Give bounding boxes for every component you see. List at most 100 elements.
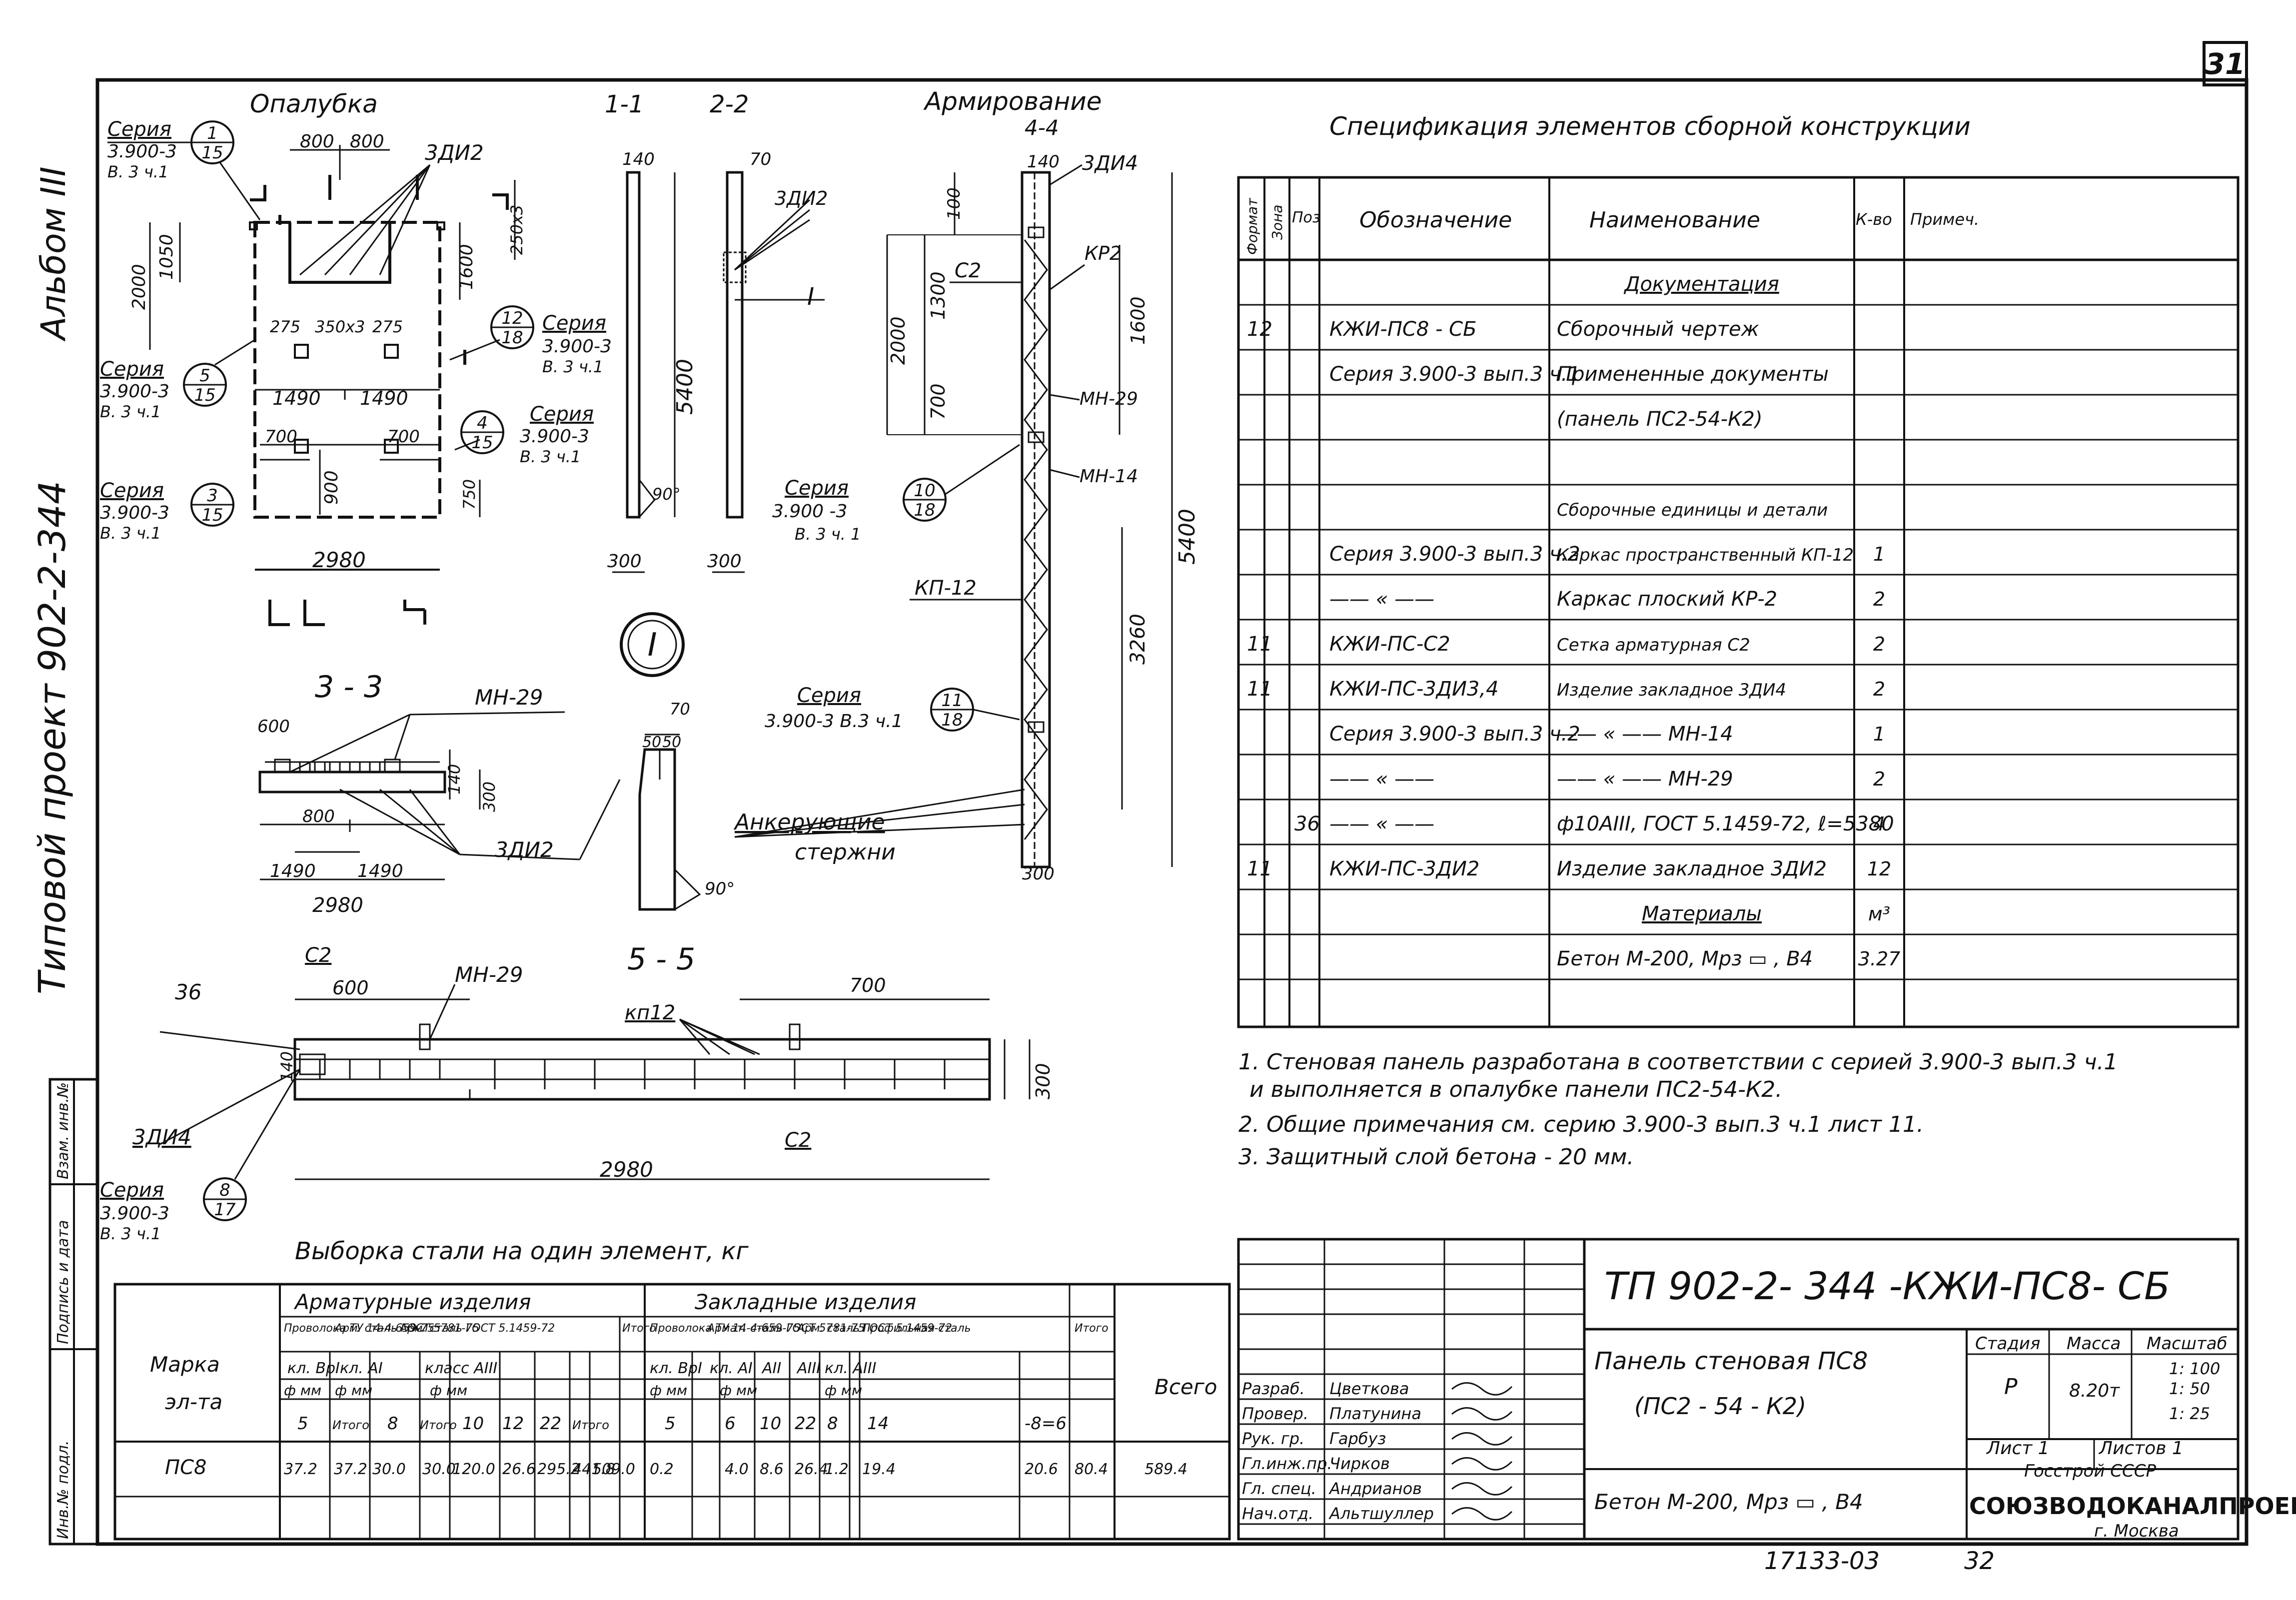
spec-head-qty: К-во xyxy=(1856,210,1892,229)
ref-12-series: 3.900-3 xyxy=(542,336,612,357)
mark-zdi4-r: 3ДИ4 xyxy=(1082,152,1138,175)
steel-row-value: 1.2 xyxy=(825,1461,849,1478)
spec-designation-cell: КЖИ-ПС8 - СБ xyxy=(1329,318,1477,341)
stamp-name-1: Панель стеновая ПС8 xyxy=(1594,1347,1868,1375)
steel-diam-head: ф мм xyxy=(430,1382,467,1399)
plan-mark-36: 36 xyxy=(175,980,201,1004)
steel-sub-head: Арм. сталь ГОСТ 5781-75 xyxy=(334,1322,479,1335)
ref-12-vol: В. 3 ч.1 xyxy=(542,357,603,376)
steel-class-head: кл. ВрI xyxy=(650,1360,702,1377)
spec-format-cell: 11 xyxy=(1247,633,1272,656)
rdim-100: 100 xyxy=(944,187,964,220)
spec-format-cell: 11 xyxy=(1247,678,1272,701)
plan-view: С2 600 МН-29 700 кп12 36 140 300 3ДИ4 С2… xyxy=(132,944,1054,1182)
signature-scribble xyxy=(1451,1382,1513,1396)
stamp-org-3: г. Москва xyxy=(2094,1521,2179,1541)
note-1: 1. Стеновая панель разработана в соответ… xyxy=(1238,1049,2118,1075)
mark-mn29-s3: МН-29 xyxy=(475,685,543,710)
formwork-view: Опалубка xyxy=(129,89,526,626)
ref-5-num: 5 xyxy=(199,366,210,386)
dim-300-s2: 300 xyxy=(707,551,742,572)
steel-row-value: 26.4 xyxy=(795,1461,828,1478)
ref-10-series: 3.900 -3 xyxy=(772,501,847,522)
spec-designation-cell: —— « —— xyxy=(1329,768,1434,791)
rdim-1300: 1300 xyxy=(927,271,949,320)
steel-num-head: 6 xyxy=(725,1414,736,1434)
dim-1600: 1600 xyxy=(456,244,477,290)
steel-table: Выборка стали на один элемент, кг Марка … xyxy=(113,1237,1231,1541)
steel-num-head: 5 xyxy=(297,1414,308,1434)
node-I: I xyxy=(620,612,685,677)
steel-row-value: 37.2 xyxy=(334,1461,367,1478)
bottom-code: 17133-03 xyxy=(1764,1547,1880,1575)
steel-sub-head: Итого xyxy=(622,1322,656,1335)
ref-12-den: 18 xyxy=(501,328,523,348)
rdim-2000: 2000 xyxy=(887,316,909,365)
signature-scribble xyxy=(1451,1507,1513,1521)
spec-name-cell: —— « —— МН-14 xyxy=(1557,723,1733,746)
stamp-scale-1: 1: 100 xyxy=(2169,1359,2220,1378)
ref-11-num: 11 xyxy=(941,691,963,711)
spec-head-pos: Поз xyxy=(1292,209,1320,226)
spec-designation-cell: Серия 3.900-3 вып.3 ч.1 xyxy=(1329,363,1580,386)
ref-3-series: 3.900-3 xyxy=(100,503,169,523)
ref-10-vol: В. 3 ч. 1 xyxy=(795,525,861,544)
stamp-role: Гл.инж.пр. xyxy=(1242,1454,1332,1473)
ref-4-series: 3.900-3 xyxy=(520,426,589,447)
dim-70-s2: 70 xyxy=(750,149,771,169)
spec-format-cell: 11 xyxy=(1247,857,1272,880)
stamp-sheets: Листов 1 xyxy=(2098,1438,2184,1459)
spec-name-cell: ф10АIII, ГОСТ 5.1459-72, ℓ=5380 xyxy=(1557,812,1894,835)
steel-row-value: 30.0 xyxy=(422,1461,456,1478)
steel-diam-head: ф мм xyxy=(284,1382,321,1399)
stamp-material: Бетон М-200, Мрз ▭ , В4 xyxy=(1594,1490,1863,1514)
s5-90: 90° xyxy=(705,879,735,899)
sec55-title: 5 - 5 xyxy=(627,942,695,977)
plan-140: 140 xyxy=(277,1051,296,1082)
side-cell-sign: Подпись и дата xyxy=(54,1220,72,1345)
steel-row-value: 26.6 xyxy=(502,1461,536,1478)
spec-designation-cell: КЖИ-ПС-С2 xyxy=(1329,633,1450,656)
stamp-role: Провер. xyxy=(1242,1404,1308,1423)
stamp-role: Гл. спец. xyxy=(1242,1479,1316,1498)
ref-1-label: Серия xyxy=(107,118,171,141)
ref-1-series: 3.900-3 xyxy=(107,141,177,162)
side-cell-inv: Инв.№ подл. xyxy=(54,1441,72,1539)
plan-mark-c2-bottom: С2 xyxy=(785,1129,811,1152)
ref-3-den: 15 xyxy=(201,505,223,525)
ref-11-den: 18 xyxy=(941,710,963,730)
stamp-name-2: (ПС2 - 54 - К2) xyxy=(1634,1393,1806,1420)
rdim-700: 700 xyxy=(927,383,949,420)
steel-row-mark: ПС8 xyxy=(165,1456,206,1479)
steel-total: Всего xyxy=(1154,1375,1217,1399)
ref-8-label: Серия xyxy=(100,1179,164,1202)
node-ref-s2: I xyxy=(807,283,814,311)
dim-300-s1: 300 xyxy=(607,551,642,572)
mark-c2-r: С2 xyxy=(955,259,981,282)
stamp-stage-head: Стадия xyxy=(1975,1334,2040,1354)
signature-scribble xyxy=(1451,1482,1513,1496)
mark-mn29-r: МН-29 xyxy=(1080,389,1138,409)
spec-designation-cell: Серия 3.900-3 вып.3 ч.2 xyxy=(1329,543,1580,566)
stamp-person: Цветкова xyxy=(1329,1379,1409,1398)
sections-1-2: 1-1 2-2 140 5400 90° 300 70 3ДИ2 I 300 xyxy=(605,90,828,573)
side-margin: Альбом III Типовой проект 902-2-344 Инв.… xyxy=(31,166,99,1546)
steel-sub-head: Арм. сталь ГОСТ 5.1459-72 xyxy=(796,1322,952,1335)
spec-name-cell: Сетка арматурная С2 xyxy=(1557,635,1750,655)
node-I-label: I xyxy=(648,627,657,664)
spec-designation-cell: Серия 3.900-3 вып.3 ч.2 xyxy=(1329,723,1580,746)
stamp-stage: Р xyxy=(2004,1374,2018,1400)
steel-num-head: 10 xyxy=(462,1414,484,1434)
plan-mark-mn29: МН-29 xyxy=(455,962,523,987)
mark-kp12-r: КП-12 xyxy=(915,577,977,600)
sec22-title: 2-2 xyxy=(710,90,749,118)
s5-70: 70 xyxy=(670,700,690,719)
dim-1490a: 1490 xyxy=(272,387,321,409)
steel-title: Выборка стали на один элемент, кг xyxy=(295,1237,749,1265)
steel-diam-head: ф мм xyxy=(720,1382,757,1399)
dim-800a: 800 xyxy=(300,131,334,152)
steel-num-head: Итого xyxy=(572,1418,609,1432)
sdim-800: 800 xyxy=(302,806,335,826)
ref-1-den: 15 xyxy=(201,143,223,163)
sdim-1490b: 1490 xyxy=(357,861,403,881)
